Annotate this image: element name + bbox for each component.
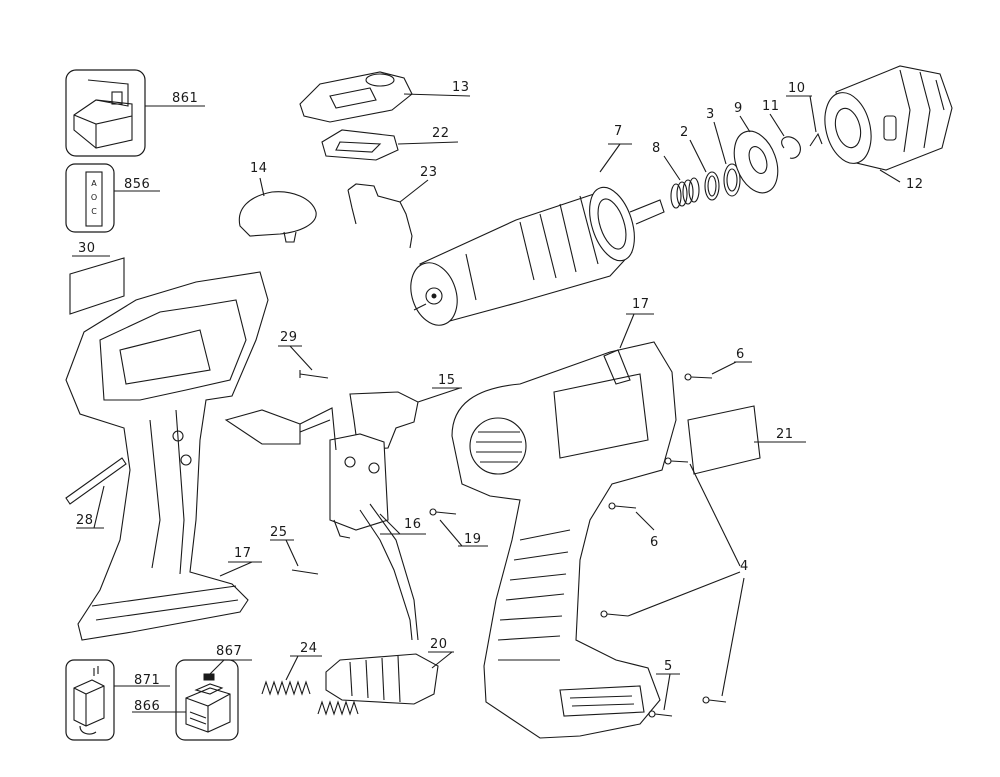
part-4-screws (600, 457, 745, 704)
part-19-screw (429, 508, 488, 547)
part-10-pin (786, 95, 823, 147)
part-24-springs (261, 655, 359, 716)
label-22: 22 (432, 126, 450, 141)
label-17-right: 17 (632, 297, 650, 312)
label-28: 28 (76, 513, 94, 528)
part-22-pad (321, 129, 459, 161)
label-871: 871 (134, 673, 160, 688)
label-16: 16 (404, 517, 422, 532)
part-29-pin (278, 345, 329, 379)
part-5-screw (648, 673, 680, 718)
label-4: 4 (740, 559, 749, 574)
label-29: 29 (280, 330, 298, 345)
label-12: 12 (906, 177, 924, 192)
label-9: 9 (734, 101, 743, 116)
label-24: 24 (300, 641, 318, 656)
part-14-cap (238, 177, 317, 243)
label-8: 8 (652, 141, 661, 156)
label-861: 861 (172, 91, 198, 106)
svg-text:A: A (91, 179, 97, 188)
part-13-cover (299, 71, 471, 123)
label-14: 14 (250, 161, 268, 176)
label-5: 5 (664, 659, 673, 674)
part-28-bit (65, 457, 127, 529)
part-15-16-switch (224, 387, 462, 641)
label-23: 23 (420, 165, 438, 180)
part-7-motor-gearbox (410, 143, 665, 326)
label-20: 20 (430, 637, 448, 652)
svg-text:C: C (91, 207, 97, 216)
label-19: 19 (464, 532, 482, 547)
label-867: 867 (216, 644, 242, 659)
part-20-terminal (325, 651, 454, 705)
part-2-ring (689, 139, 720, 201)
part-866-battery (132, 659, 252, 741)
part-9-plate (733, 115, 779, 194)
label-17-left: 17 (234, 546, 252, 561)
label-10: 10 (788, 81, 806, 96)
kit-box-861 (65, 69, 205, 157)
label-866: 866 (134, 699, 160, 714)
svg-text:O: O (91, 193, 97, 202)
label-30: 30 (78, 241, 96, 256)
part-21-plate (687, 405, 806, 475)
label-7: 7 (614, 124, 623, 139)
housing-left-half (65, 271, 269, 641)
label-11: 11 (762, 99, 780, 114)
part-23-wire (347, 179, 429, 249)
label-25: 25 (270, 525, 288, 540)
part-30-plate (69, 255, 125, 315)
part-8-spring (663, 155, 700, 209)
label-6-top: 6 (736, 347, 745, 362)
part-871-charger (65, 659, 170, 741)
label-13: 13 (452, 80, 470, 95)
part-12-collar (824, 65, 953, 183)
label-6-mid: 6 (650, 535, 659, 550)
label-card-856: A O C (65, 163, 160, 233)
label-3: 3 (706, 107, 715, 122)
label-2: 2 (680, 125, 689, 140)
label-856: 856 (124, 177, 150, 192)
part-3-ring (713, 121, 741, 197)
part-11-clip (769, 113, 801, 159)
part-6-screw-top (684, 361, 752, 381)
label-15: 15 (438, 373, 456, 388)
part-25-pin (270, 539, 319, 575)
label-21: 21 (776, 427, 794, 442)
housing-right-half (451, 313, 677, 739)
